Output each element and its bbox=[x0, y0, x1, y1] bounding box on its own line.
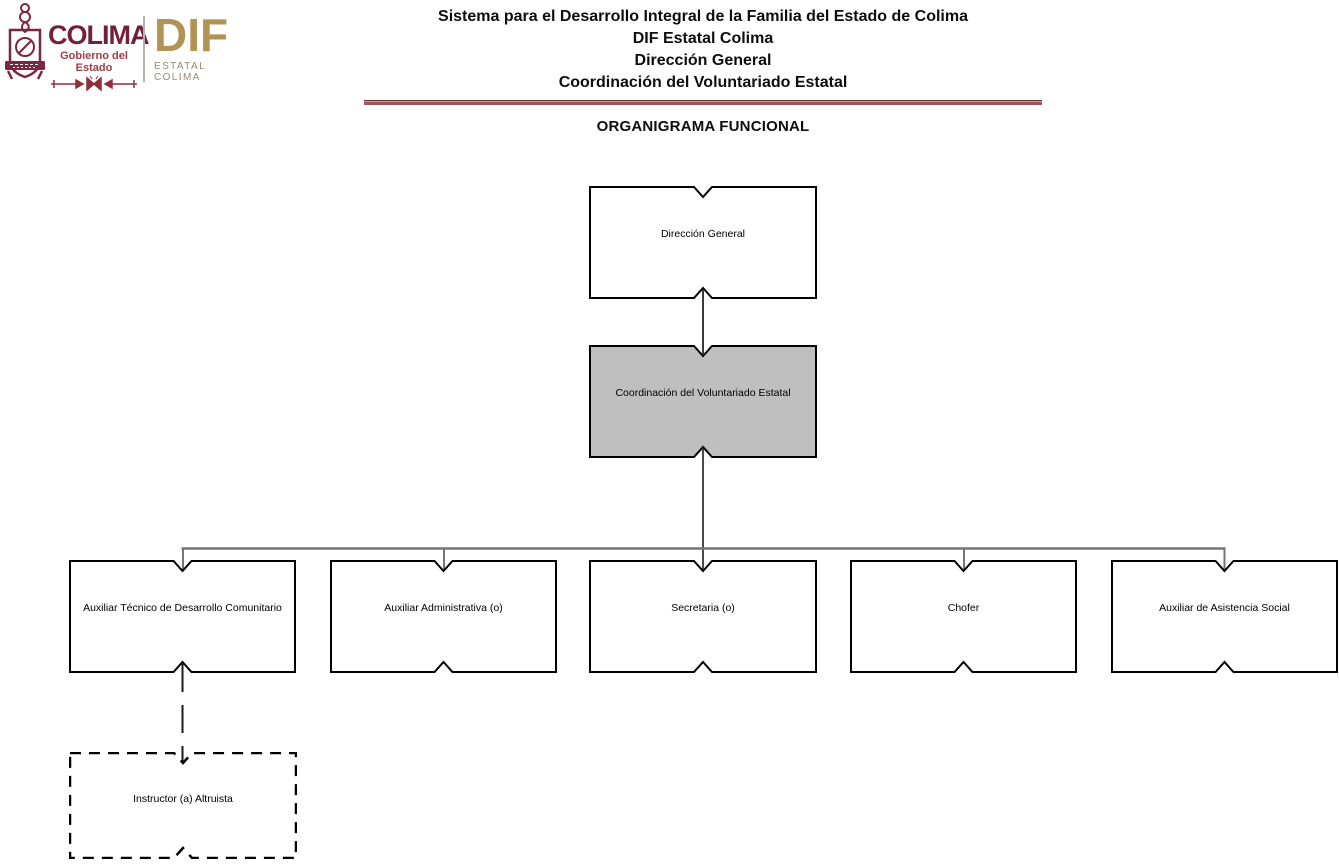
notched-box-shape bbox=[330, 560, 557, 673]
org-box-label: Chofer bbox=[947, 602, 980, 615]
notched-box-shape bbox=[69, 560, 296, 673]
dif-logo: DIF ESTATAL COLIMA bbox=[154, 12, 247, 83]
logo-block: COLIMA Gobierno del Estado DIF ESTAT bbox=[2, 2, 247, 94]
ornament-arrows-icon bbox=[48, 75, 140, 97]
colima-tagline: Gobierno del Estado bbox=[60, 50, 128, 75]
notched-box-shape-dashed bbox=[69, 752, 297, 859]
org-box-secretaria: Secretaria (o) bbox=[589, 560, 817, 673]
notched-box-shape bbox=[589, 345, 817, 458]
colima-logo: COLIMA Gobierno del Estado bbox=[48, 20, 149, 97]
org-box-label: Secretaria (o) bbox=[671, 602, 735, 615]
org-box-instructor-altruista: Instructor (a) Altruista bbox=[69, 752, 297, 859]
document-header: Sistema para el Desarrollo Integral de l… bbox=[364, 6, 1042, 135]
org-box-label: Auxiliar Técnico de Desarrollo Comunitar… bbox=[83, 602, 282, 615]
org-box-direccion-general: Dirección General bbox=[589, 186, 817, 299]
dif-wordmark: DIF bbox=[154, 9, 229, 61]
notched-box-shape bbox=[589, 186, 817, 299]
org-box-auxiliar-administrativa: Auxiliar Administrativa (o) bbox=[330, 560, 557, 673]
org-box-coordinacion-voluntariado: Coordinación del Voluntariado Estatal bbox=[589, 345, 817, 458]
header-line-1: Sistema para el Desarrollo Integral de l… bbox=[438, 8, 968, 25]
header-line-4: Coordinación del Voluntariado Estatal bbox=[558, 74, 848, 91]
org-box-label: Coordinación del Voluntariado Estatal bbox=[615, 387, 791, 400]
logo-separator bbox=[143, 16, 145, 82]
org-box-label: Auxiliar de Asistencia Social bbox=[1159, 602, 1290, 615]
org-box-auxiliar-asistencia-social: Auxiliar de Asistencia Social bbox=[1111, 560, 1338, 673]
colima-wordmark: COLIMA bbox=[48, 20, 149, 50]
notched-box-shape bbox=[1111, 560, 1338, 673]
org-box-label: Dirección General bbox=[660, 228, 746, 241]
notched-box-shape bbox=[850, 560, 1077, 673]
colima-coat-of-arms-icon bbox=[5, 3, 45, 80]
header-divider bbox=[364, 100, 1042, 105]
notched-box-shape bbox=[589, 560, 817, 673]
dif-tagline: ESTATAL COLIMA bbox=[154, 61, 206, 83]
header-line-3: Dirección General bbox=[634, 52, 772, 69]
org-box-label: Auxiliar Administrativa (o) bbox=[384, 602, 503, 615]
org-box-auxiliar-tecnico-desarrollo: Auxiliar Técnico de Desarrollo Comunitar… bbox=[69, 560, 296, 673]
org-box-label: Instructor (a) Altruista bbox=[133, 792, 233, 805]
page-title: ORGANIGRAMA FUNCIONAL bbox=[596, 118, 810, 135]
header-line-2: DIF Estatal Colima bbox=[632, 30, 774, 47]
org-box-chofer: Chofer bbox=[850, 560, 1077, 673]
